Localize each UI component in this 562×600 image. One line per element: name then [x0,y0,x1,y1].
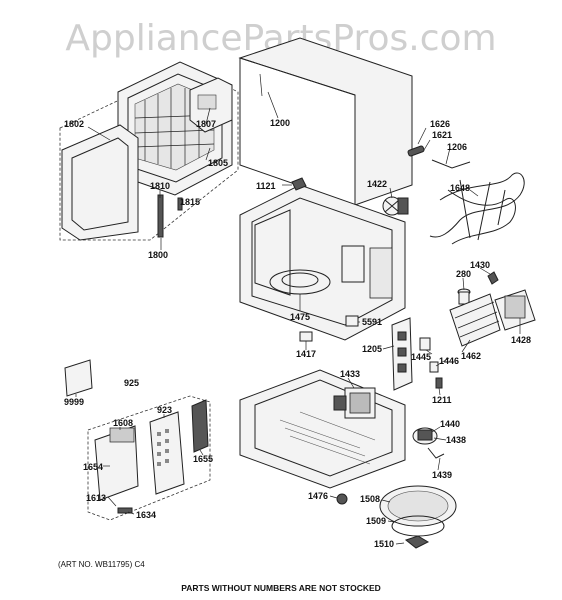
label-1440: 1440 [440,419,460,429]
label-1433: 1433 [340,369,360,379]
label-1206: 1206 [447,142,467,152]
label-1438: 1438 [446,435,466,445]
wiring-harness [407,145,525,245]
label-1648: 1648 [450,183,470,193]
label-1613: 1613 [86,493,106,503]
label-1509: 1509 [366,516,386,526]
part-labels: 1200 1802 1807 1805 1810 1815 1800 1626 … [64,118,531,549]
owners-manual [64,359,93,397]
label-1417: 1417 [296,349,316,359]
label-1430: 1430 [470,260,490,270]
fan-motor [382,196,409,216]
label-1655: 1655 [193,454,213,464]
leader-lines [75,91,521,545]
label-923: 923 [157,405,172,415]
transformer-assembly [449,289,536,347]
turntable-roller-hub [336,493,348,505]
control-panel-assembly [87,395,211,521]
label-1211: 1211 [432,395,452,405]
label-1621: 1621 [432,130,452,140]
label-1200: 1200 [270,118,290,128]
label-1508: 1508 [360,494,380,504]
oven-cavity [239,177,406,341]
label-1654: 1654 [83,462,103,472]
label-1428: 1428 [511,335,531,345]
label-1810: 1810 [150,181,170,191]
label-1815: 1815 [180,197,200,207]
turntable-motor [412,427,445,459]
label-1439: 1439 [432,470,452,480]
label-9999: 9999 [64,397,84,407]
label-1462: 1462 [461,351,481,361]
label-1807: 1807 [196,119,216,129]
label-1510: 1510 [374,539,394,549]
label-1205: 1205 [362,344,382,354]
label-1476: 1476 [308,491,328,501]
door-assembly [59,61,239,241]
label-1422: 1422 [367,179,387,189]
label-1800: 1800 [148,250,168,260]
label-280: 280 [456,269,471,279]
base-plate [239,369,406,489]
control-board [391,317,443,391]
label-1445: 1445 [411,352,431,362]
label-1626: 1626 [430,119,450,129]
footer-note: PARTS WITHOUT NUMBERS ARE NOT STOCKED [181,583,381,593]
label-1634: 1634 [136,510,156,520]
label-1608: 1608 [113,418,133,428]
label-925: 925 [124,378,139,388]
label-1802: 1802 [64,119,84,129]
label-1805: 1805 [208,158,228,168]
label-5591: 5591 [362,317,382,327]
turntable [379,485,457,549]
label-1475: 1475 [290,312,310,322]
label-1446: 1446 [439,356,459,366]
art-number: (ART NO. WB11795) C4 [58,560,145,569]
label-1121: 1121 [256,181,276,191]
